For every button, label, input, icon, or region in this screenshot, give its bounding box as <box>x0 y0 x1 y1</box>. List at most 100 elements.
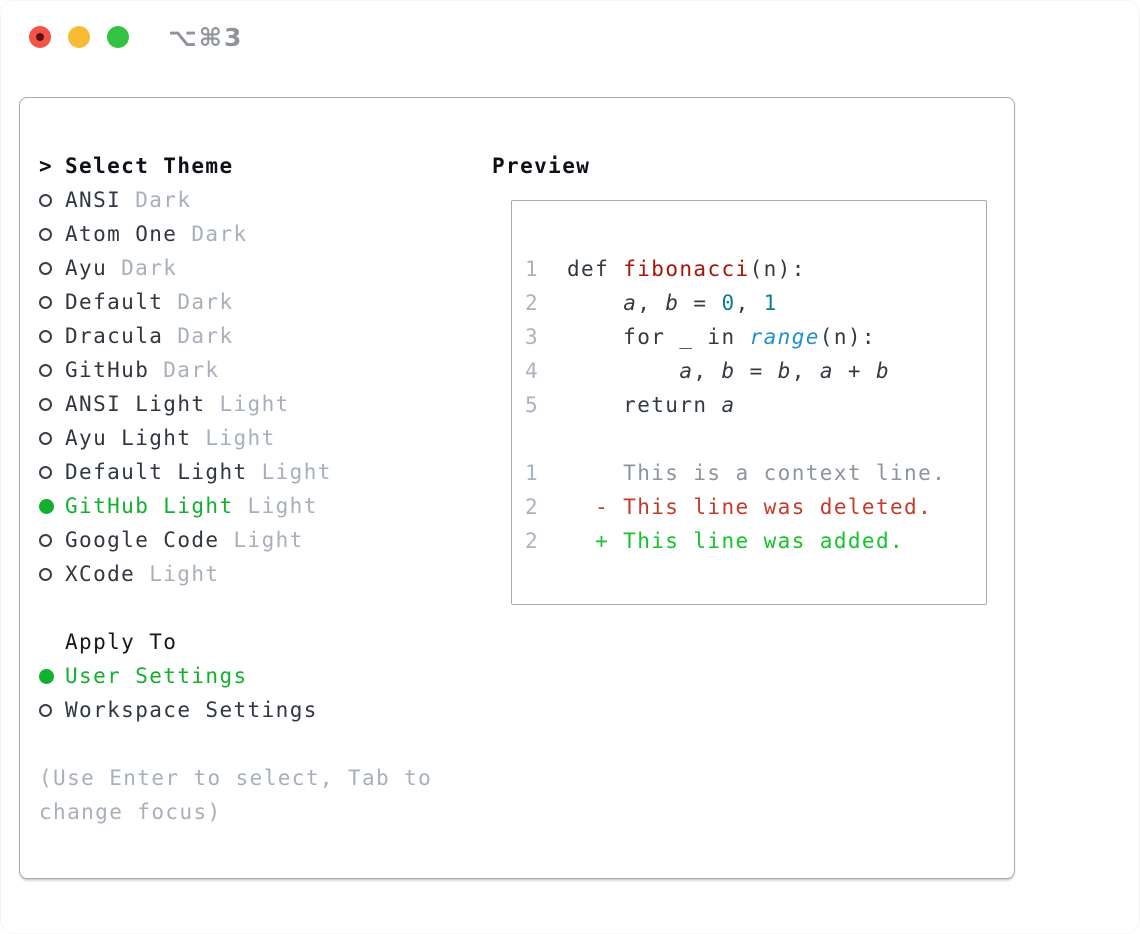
theme-name: Ayu <box>65 256 108 280</box>
apply-to-name: Workspace Settings <box>65 698 318 722</box>
cursor-arrow-icon: > <box>39 154 54 178</box>
theme-option[interactable]: Dracula Dark <box>39 319 509 353</box>
code-token: for _ in <box>567 325 750 349</box>
code-line <box>525 422 946 456</box>
code-token: , <box>735 291 764 315</box>
theme-name: ANSI Light <box>65 392 206 416</box>
line-number: 5 <box>525 393 540 417</box>
code-token: a <box>623 291 638 315</box>
line-number: 2 <box>525 529 540 553</box>
theme-name: Atom One <box>65 222 178 246</box>
radio-icon <box>39 567 65 581</box>
code-token: , <box>693 359 722 383</box>
code-token: range <box>749 325 820 349</box>
code-token: - This line was deleted. <box>567 495 933 519</box>
code-token: , <box>791 359 820 383</box>
line-number: 3 <box>525 325 540 349</box>
theme-variant-tag: Dark <box>121 256 178 280</box>
theme-name: Default Light <box>65 460 248 484</box>
theme-option[interactable]: Default Light Light <box>39 455 509 489</box>
code-line: 1 def fibonacci(n): <box>525 252 946 286</box>
theme-variant-tag: Light <box>219 392 290 416</box>
theme-option[interactable]: ANSI Light Light <box>39 387 509 421</box>
line-number: 4 <box>525 359 540 383</box>
theme-option[interactable]: GitHub Light Light <box>39 489 509 523</box>
radio-icon <box>39 295 65 309</box>
close-button[interactable] <box>29 26 51 48</box>
line-number: 1 <box>525 257 540 281</box>
code-token: return <box>567 393 722 417</box>
code-token: This is a context line. <box>567 461 947 485</box>
theme-option[interactable]: GitHub Dark <box>39 353 509 387</box>
theme-name: Ayu Light <box>65 426 192 450</box>
code-token: b <box>777 359 792 383</box>
minimize-button[interactable] <box>68 26 90 48</box>
code-token: a <box>819 359 834 383</box>
code-token <box>567 291 623 315</box>
code-token: 0 <box>721 291 736 315</box>
theme-option[interactable]: Default Dark <box>39 285 509 319</box>
theme-options-list: ANSI Dark Atom One Dark Ayu Dark Default… <box>39 183 509 591</box>
theme-list-section: > Select Theme ANSI Dark Atom One Dark A… <box>39 149 509 829</box>
theme-option[interactable]: ANSI Dark <box>39 183 509 217</box>
theme-variant-tag: Dark <box>191 222 248 246</box>
code-token: fibonacci <box>623 257 750 281</box>
radio-icon <box>39 397 65 411</box>
theme-variant-tag: Light <box>261 460 332 484</box>
apply-to-options-list: User Settings Workspace Settings <box>39 659 509 727</box>
code-line: 2 + This line was added. <box>525 524 946 558</box>
radio-icon <box>39 363 65 377</box>
select-theme-header: > Select Theme <box>39 149 509 183</box>
apply-to-option[interactable]: User Settings <box>39 659 509 693</box>
radio-icon <box>39 431 65 445</box>
theme-variant-tag: Light <box>149 562 220 586</box>
radio-icon <box>39 668 65 684</box>
theme-option[interactable]: Ayu Light Light <box>39 421 509 455</box>
theme-variant-tag: Light <box>233 528 304 552</box>
code-token: (n): <box>749 257 806 281</box>
theme-variant-tag: Dark <box>177 290 234 314</box>
keyboard-hint-text: (Use Enter to select, Tab to change focu… <box>39 766 433 824</box>
window-titlebar: ⌥⌘3 <box>29 23 243 52</box>
theme-variant-tag: Light <box>205 426 276 450</box>
theme-name: ANSI <box>65 188 122 212</box>
code-token: b <box>876 359 891 383</box>
code-token: b <box>665 291 680 315</box>
code-token: = <box>679 291 722 315</box>
code-token: + <box>833 359 877 383</box>
radio-icon <box>39 703 65 717</box>
line-number: 2 <box>525 291 540 315</box>
theme-variant-tag: Dark <box>135 188 192 212</box>
preview-title: Preview <box>492 154 591 178</box>
apply-to-option[interactable]: Workspace Settings <box>39 693 509 727</box>
code-line: 2 - This line was deleted. <box>525 490 946 524</box>
theme-name: GitHub <box>65 358 150 382</box>
theme-option[interactable]: XCode Light <box>39 557 509 591</box>
code-line: 4 a, b = b, a + b <box>525 354 946 388</box>
radio-icon <box>39 227 65 241</box>
line-number: 1 <box>525 461 540 485</box>
apply-to-title: Apply To <box>65 630 178 654</box>
radio-icon <box>39 498 65 514</box>
code-line: 2 a, b = 0, 1 <box>525 286 946 320</box>
code-token: def <box>567 257 624 281</box>
code-token <box>567 359 679 383</box>
zoom-button[interactable] <box>107 26 129 48</box>
code-line: 3 for _ in range(n): <box>525 320 946 354</box>
radio-icon <box>39 329 65 343</box>
theme-option[interactable]: Atom One Dark <box>39 217 509 251</box>
unsaved-dot-icon <box>36 33 44 41</box>
code-token: a <box>721 393 736 417</box>
radio-icon <box>39 533 65 547</box>
window-title: ⌥⌘3 <box>168 22 244 52</box>
code-token: , <box>637 291 666 315</box>
code-token: 1 <box>763 291 778 315</box>
theme-option[interactable]: Google Code Light <box>39 523 509 557</box>
apply-to-name: User Settings <box>65 664 248 688</box>
theme-option[interactable]: Ayu Dark <box>39 251 509 285</box>
theme-variant-tag: Light <box>247 494 318 518</box>
theme-name: GitHub Light <box>65 494 234 518</box>
